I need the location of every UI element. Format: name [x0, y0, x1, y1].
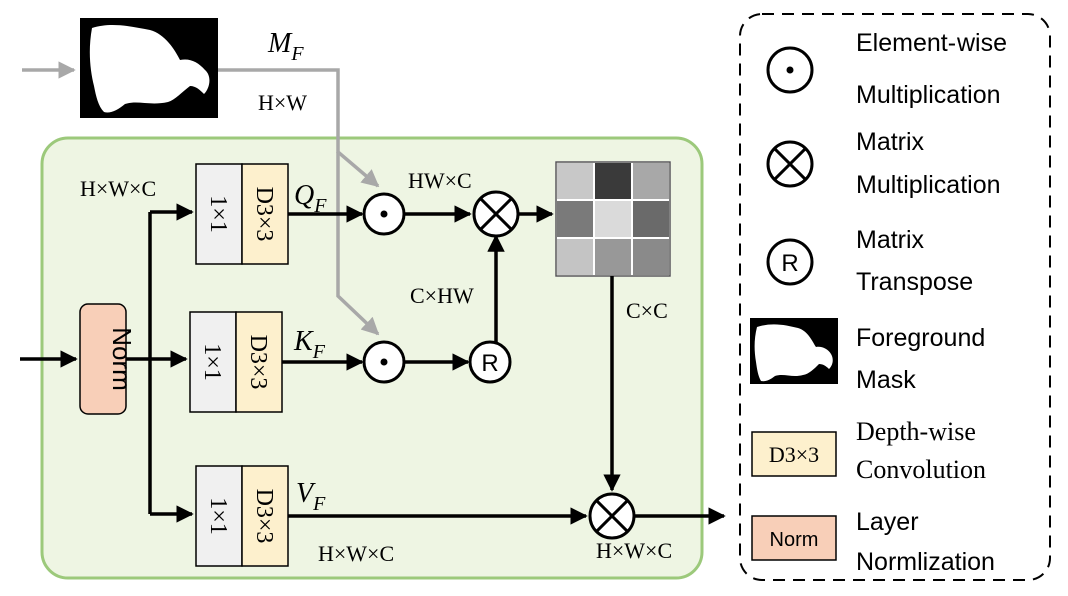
attention-cell — [593, 161, 633, 201]
legend-matrix-mult-line2: Multiplication — [856, 171, 1001, 199]
attention-cell — [555, 199, 595, 239]
legend-box — [739, 13, 1051, 581]
output-dim-label: H×W×C — [596, 538, 672, 563]
input-dim-label: H×W×C — [80, 176, 156, 201]
mask-label: MF — [267, 28, 304, 65]
k-label: KF — [293, 326, 326, 363]
q-label: QF — [294, 180, 327, 217]
legend-norm-box-label: Norm — [770, 529, 819, 551]
output-matrix-multiply-icon — [588, 492, 636, 540]
attention-dim-label: C×C — [626, 298, 668, 323]
legend-norm-box — [751, 515, 837, 561]
k-conv1-label: 1×1 — [199, 343, 225, 381]
v-dconv-label: D3×3 — [251, 489, 277, 544]
legend-transpose-symbol: R — [781, 250, 798, 277]
legend-transpose-line2: Transpose — [856, 268, 973, 296]
qk-matrix-multiply-icon — [472, 190, 520, 238]
legend-transpose-icon: R — [766, 238, 814, 286]
transpose-symbol: R — [481, 350, 498, 377]
legend-elementwise-line1: Element- — [856, 29, 956, 57]
legend-norm-line2: Normlization — [856, 548, 995, 576]
legend-elementwise-line2: wise — [956, 29, 1007, 57]
q-conv1-label: 1×1 — [205, 195, 231, 233]
q-dim-label: HW×C — [408, 168, 472, 193]
attention-cell — [555, 237, 595, 277]
legend-matrix-mult: Matrix Multiplication — [766, 128, 1001, 199]
legend-elementwise-icon — [766, 46, 814, 94]
transpose-icon: R — [468, 340, 512, 384]
k-branch: 1×1 D3×3 KF — [189, 311, 364, 413]
foreground-mask-image — [80, 18, 218, 118]
q-branch: 1×1 D3×3 QF — [195, 163, 364, 265]
legend-depthwise-line1: Depth-wise — [856, 417, 976, 446]
legend-norm-line1: Layer — [856, 508, 919, 536]
legend-depthwise-line2: Convolution — [856, 455, 986, 484]
legend-matrix-mult-line1: Matrix — [856, 128, 925, 156]
legend-mask: Foreground Mask — [750, 318, 985, 394]
v-label: VF — [296, 478, 326, 515]
attention-cell — [555, 161, 595, 201]
legend-transpose: R Matrix Transpose — [766, 226, 973, 296]
v-dim-label: H×W×C — [318, 541, 394, 566]
k-elementwise-multiply-icon — [362, 340, 406, 384]
legend-mask-line2: Mask — [856, 366, 916, 394]
v-branch: 1×1 D3×3 VF — [195, 465, 588, 567]
legend-elementwise-line3: Multiplication — [856, 81, 1001, 109]
mask-to-k-line — [336, 152, 380, 336]
k-dconv-label: D3×3 — [245, 335, 271, 390]
attention-cell — [593, 237, 633, 277]
legend-depthwise-box — [751, 431, 837, 477]
legend-mask-image — [750, 318, 838, 384]
q-elementwise-multiply-icon — [362, 192, 406, 236]
attention-map — [555, 161, 671, 277]
k-transposed-dim-label: C×HW — [410, 283, 474, 308]
attention-cell — [631, 161, 671, 201]
legend-depthwise: D3×3 Depth-wise Convolution — [751, 417, 986, 484]
legend-depthwise-box-label: D3×3 — [769, 442, 819, 467]
legend-matrix-mult-icon — [766, 140, 814, 188]
v-conv1-label: 1×1 — [205, 497, 231, 535]
attention-cell — [593, 199, 633, 239]
legend-elementwise: Element- wise Multiplication — [766, 29, 1007, 109]
legend-norm: Norm Layer Normlization — [751, 508, 995, 576]
norm-block: Norm — [79, 303, 137, 415]
legend-transpose-line1: Matrix — [856, 226, 925, 254]
legend-mask-line1: Foreground — [856, 324, 985, 352]
q-dconv-label: D3×3 — [251, 187, 277, 242]
attention-cell — [631, 237, 671, 277]
attention-cell — [631, 199, 671, 239]
mask-to-q-line — [218, 68, 380, 188]
mask-dim-label: H×W — [258, 90, 307, 115]
